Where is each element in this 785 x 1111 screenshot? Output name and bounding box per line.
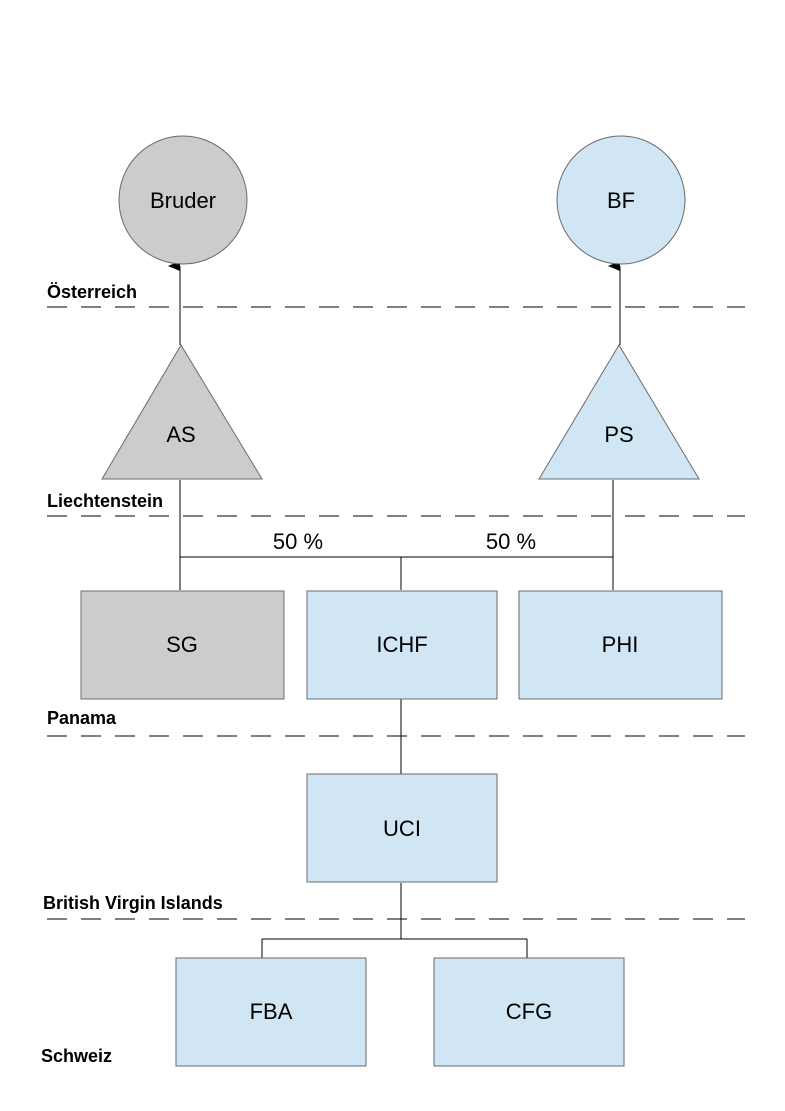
node-ichf: ICHF [306,590,498,700]
node-phi: PHI [518,590,723,700]
node-uci: UCI [306,773,498,883]
region-label-panama: Panama [47,708,117,728]
node-bf: BF [556,135,686,265]
node-label-phi: PHI [602,632,639,657]
node-label-bruder: Bruder [150,188,216,213]
node-sg: SG [80,590,285,700]
node-label-sg: SG [166,632,198,657]
node-label-as: AS [166,422,195,447]
region-label-oesterreich: Österreich [47,282,137,302]
share-label-ps: 50 % [486,529,536,554]
region-label-bvi: British Virgin Islands [43,893,223,913]
node-bruder: Bruder [118,135,248,265]
share-label-as: 50 % [273,529,323,554]
node-as: AS [101,344,263,480]
node-fba: FBA [175,957,367,1067]
region-label-liechtenstein: Liechtenstein [47,491,163,511]
node-label-bf: BF [607,188,635,213]
region-label-schweiz: Schweiz [41,1046,112,1066]
node-label-uci: UCI [383,816,421,841]
node-ps: PS [538,344,700,480]
node-label-ichf: ICHF [376,632,427,657]
node-label-ps: PS [604,422,633,447]
node-label-fba: FBA [250,999,293,1024]
node-label-cfg: CFG [506,999,552,1024]
node-cfg: CFG [433,957,625,1067]
